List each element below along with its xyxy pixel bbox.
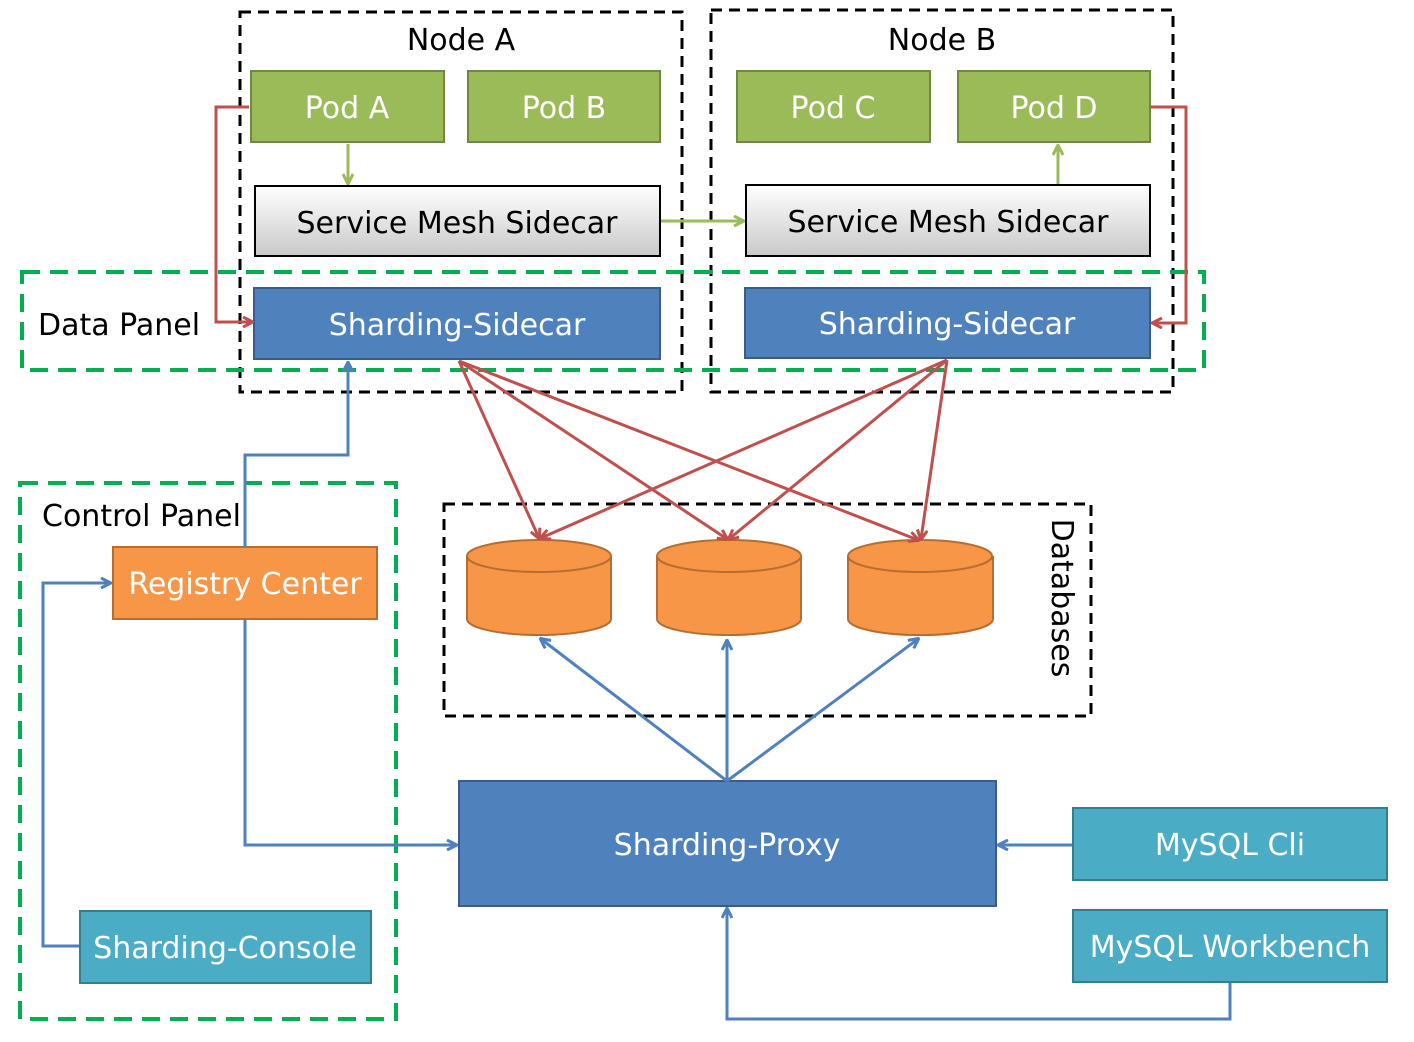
mysql-workbench-label: MySQL Workbench <box>1090 930 1371 965</box>
databases-boundary <box>442 502 1093 718</box>
arrow-proxy-to-db3 <box>726 639 918 783</box>
arrow-sidecar-b-to-db2 <box>729 358 948 539</box>
mesh-sidecar-a-box[interactable] <box>254 185 661 257</box>
databases-label: Databases <box>1044 519 1079 678</box>
mysql-cli-box[interactable] <box>1072 807 1388 881</box>
arrow-console-to-registry <box>41 583 110 948</box>
arrow-pod-a-to-sharding-sidecar <box>214 105 252 322</box>
arrow-registry-to-sharding-sidecar <box>243 363 348 547</box>
control-panel-boundary <box>18 481 398 1021</box>
database-cylinder-2 <box>656 539 802 636</box>
arrow-proxy-to-db1 <box>541 639 728 783</box>
mesh-sidecar-b-label: Service Mesh Sidecar <box>787 205 1109 240</box>
sharding-sidecar-b-box[interactable] <box>744 287 1151 359</box>
node-b-boundary <box>709 8 1175 394</box>
sharding-sidecar-a-box[interactable] <box>253 287 661 360</box>
database-cylinder-1 <box>466 539 612 636</box>
mysql-cli-label: MySQL Cli <box>1155 828 1305 863</box>
arrow-workbench-to-proxy <box>727 909 1232 1021</box>
mysql-workbench-box[interactable] <box>1072 909 1388 983</box>
pod-a-box[interactable] <box>250 70 445 143</box>
registry-center-box[interactable] <box>112 546 378 620</box>
mesh-sidecar-a-label: Service Mesh Sidecar <box>296 206 618 241</box>
sharding-sidecar-b-label: Sharding-Sidecar <box>819 307 1076 342</box>
database-cylinder-3 <box>847 539 994 637</box>
pod-d-label: Pod D <box>1010 91 1097 126</box>
pod-a-label: Pod A <box>305 91 390 126</box>
arrow-sidecar-b-to-db3 <box>921 359 949 539</box>
sharding-sidecar-a-label: Sharding-Sidecar <box>329 308 586 343</box>
pod-d-box[interactable] <box>957 70 1151 143</box>
pod-c-box[interactable] <box>736 70 931 143</box>
arrow-pod-d-to-sharding-sidecar <box>1151 105 1188 323</box>
sharding-proxy-label: Sharding-Proxy <box>614 828 841 863</box>
node-a-boundary <box>238 10 684 394</box>
arrow-sidecar-a-to-db3 <box>458 359 918 540</box>
sharding-console-box[interactable] <box>79 910 372 984</box>
sharding-proxy-box[interactable] <box>458 780 997 907</box>
pod-b-box[interactable] <box>467 70 661 143</box>
mesh-sidecar-b-box[interactable] <box>745 184 1151 257</box>
control-panel-label: Control Panel <box>42 499 241 534</box>
pod-c-label: Pod C <box>791 91 876 126</box>
pod-b-label: Pod B <box>522 91 607 126</box>
data-panel-label: Data Panel <box>38 308 200 343</box>
registry-center-label: Registry Center <box>128 567 362 602</box>
sharding-console-label: Sharding-Console <box>93 931 357 966</box>
node-a-title: Node A <box>407 23 516 58</box>
arrow-sidecar-a-to-db2 <box>458 359 727 539</box>
arrow-sidecar-b-to-db1 <box>541 358 948 538</box>
node-b-title: Node B <box>888 23 996 58</box>
arrow-registry-to-proxy <box>243 620 456 845</box>
arrow-sidecar-a-to-db1 <box>457 360 539 538</box>
data-panel-boundary <box>20 270 1206 372</box>
